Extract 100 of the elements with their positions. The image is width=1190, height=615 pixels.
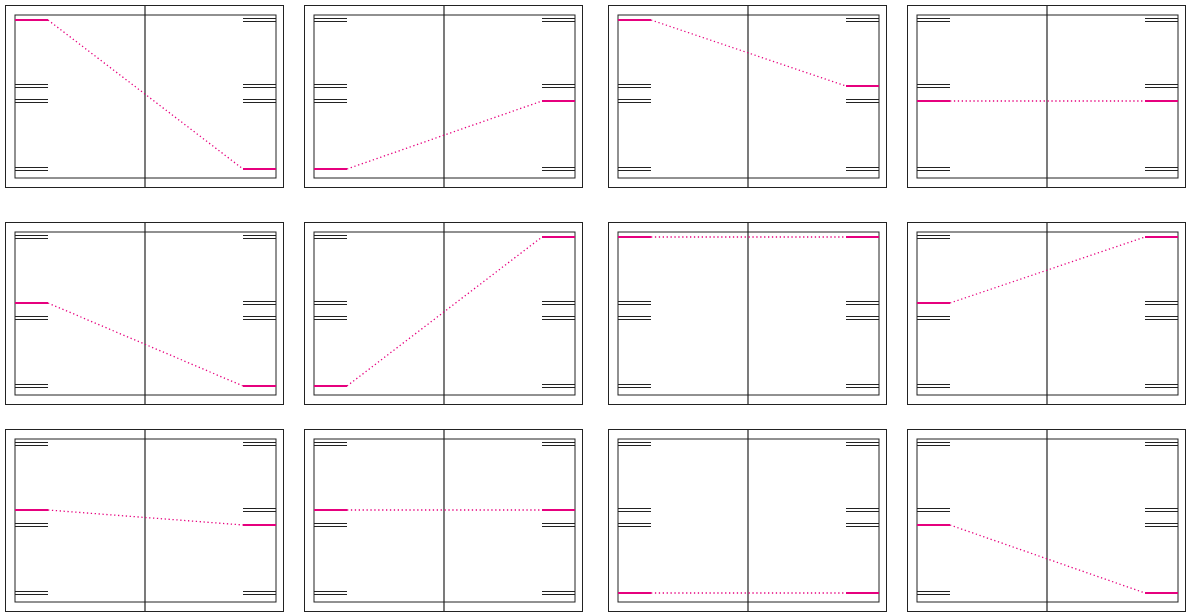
level-line [846, 384, 879, 388]
level-line [1145, 384, 1178, 388]
level-line [846, 301, 879, 305]
level-line [1145, 84, 1178, 88]
dotted-connector [650, 19, 847, 87]
level-line [15, 316, 48, 320]
level-line [846, 523, 879, 527]
level-line [15, 235, 48, 239]
level-line [917, 384, 950, 388]
level-line [1145, 167, 1178, 171]
level-line [243, 235, 276, 239]
level-line [243, 301, 276, 305]
highlighted-level-line [846, 85, 879, 87]
diagram-panel [608, 429, 887, 612]
highlighted-level-line [314, 509, 347, 511]
highlighted-level-line [618, 19, 651, 21]
level-line [15, 84, 48, 88]
level-line [243, 442, 276, 446]
level-line [314, 442, 347, 446]
highlighted-level-line [917, 524, 950, 526]
level-line [917, 18, 950, 22]
diagram-panel [5, 429, 284, 612]
highlighted-level-line [542, 509, 575, 511]
diagram-panel [5, 222, 284, 405]
level-line [243, 591, 276, 595]
level-line [1145, 508, 1178, 512]
level-line [542, 301, 575, 305]
level-line [542, 84, 575, 88]
level-line [917, 84, 950, 88]
level-line [618, 384, 651, 388]
highlighted-level-line [314, 168, 347, 170]
level-line [846, 167, 879, 171]
diagram-panel [608, 5, 887, 188]
level-line [314, 591, 347, 595]
level-line [618, 99, 651, 103]
level-line [917, 508, 950, 512]
level-line [618, 316, 651, 320]
highlighted-level-line [243, 524, 276, 526]
level-line [314, 316, 347, 320]
highlighted-level-line [243, 168, 276, 170]
diagram-panel [608, 222, 887, 405]
level-line [15, 591, 48, 595]
level-line [243, 84, 276, 88]
highlighted-level-line [846, 236, 879, 238]
dotted-connector [47, 509, 244, 526]
dotted-connector [346, 236, 543, 387]
level-line [846, 99, 879, 103]
level-line [846, 18, 879, 22]
level-line [314, 99, 347, 103]
level-line [1145, 316, 1178, 320]
level-line [542, 591, 575, 595]
level-line [542, 316, 575, 320]
level-line [15, 523, 48, 527]
level-line [542, 167, 575, 171]
level-line [314, 84, 347, 88]
diagram-panel [304, 429, 583, 612]
diagram-panel [907, 222, 1186, 405]
dotted-connector [949, 524, 1146, 594]
level-line [542, 442, 575, 446]
level-line [618, 442, 651, 446]
diagram-panel [907, 429, 1186, 612]
level-line [1145, 442, 1178, 446]
level-line [542, 523, 575, 527]
dotted-connector [346, 100, 543, 170]
level-line [542, 384, 575, 388]
highlighted-level-line [917, 302, 950, 304]
level-line [243, 508, 276, 512]
highlighted-level-line [618, 236, 651, 238]
level-line [314, 523, 347, 527]
level-line [917, 167, 950, 171]
highlighted-level-line [846, 592, 879, 594]
level-line [618, 84, 651, 88]
level-line [314, 301, 347, 305]
level-line [618, 301, 651, 305]
highlighted-level-line [1145, 592, 1178, 594]
highlighted-level-line [542, 100, 575, 102]
level-line [846, 316, 879, 320]
level-line [314, 18, 347, 22]
diagram-panel [5, 5, 284, 188]
highlighted-level-line [1145, 236, 1178, 238]
level-line [1145, 301, 1178, 305]
highlighted-level-line [542, 236, 575, 238]
diagram-panel [907, 5, 1186, 188]
level-line [917, 235, 950, 239]
dotted-connector [47, 19, 244, 170]
level-line [542, 18, 575, 22]
level-line [314, 235, 347, 239]
highlighted-level-line [1145, 100, 1178, 102]
highlighted-level-line [15, 509, 48, 511]
highlighted-level-line [618, 592, 651, 594]
highlighted-level-line [243, 385, 276, 387]
level-line [243, 99, 276, 103]
level-line [917, 591, 950, 595]
level-line [846, 508, 879, 512]
level-line [846, 442, 879, 446]
diagram-panel [304, 5, 583, 188]
level-line [1145, 18, 1178, 22]
level-line [15, 384, 48, 388]
level-line [15, 442, 48, 446]
level-line [618, 523, 651, 527]
